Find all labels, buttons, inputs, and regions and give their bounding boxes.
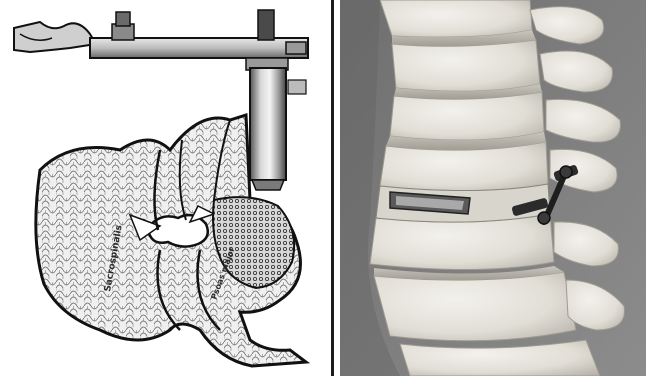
probe: [246, 58, 306, 190]
panel-divider: [331, 0, 334, 376]
spine-model-photo: [340, 0, 646, 376]
instrument-frame: [14, 10, 308, 58]
cross-section-illustration: Sacrospinalis Psoas major: [0, 0, 330, 376]
